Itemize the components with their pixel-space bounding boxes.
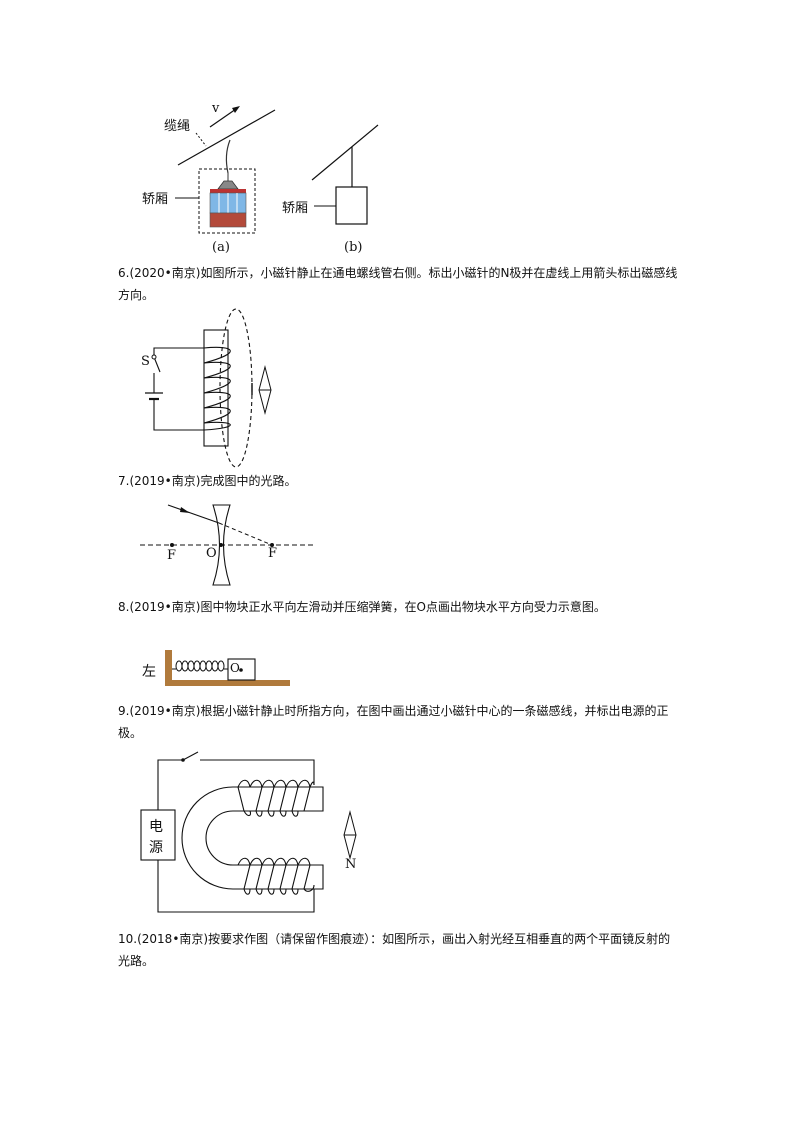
switch-blade xyxy=(153,356,161,373)
question-source: (2018•南京) xyxy=(137,932,209,946)
question-text: 图中物块正水平向左滑动并压缩弹簧，在O点画出物块水平方向受力示意图。 xyxy=(200,600,606,614)
question-text: 完成图中的光路。 xyxy=(200,474,297,488)
question-number: 9. xyxy=(118,704,130,718)
wire-top xyxy=(153,347,204,357)
cabin-box-b xyxy=(335,186,368,225)
question-text: 如图所示，小磁针静止在通电螺线管右侧。标出小磁针的N极并在虚线上用箭头标出磁感线… xyxy=(118,266,678,302)
question-source: (2020•南京) xyxy=(129,266,201,280)
caption-b: (b) xyxy=(344,240,362,255)
point-o xyxy=(239,668,243,672)
cabin-label-b: 轿厢 xyxy=(282,201,308,216)
spring xyxy=(172,660,228,672)
question-10: 10.(2018•南京)按要求作图（请保留作图痕迹）：如图所示，画出入射光经互相… xyxy=(118,928,678,972)
solenoid-core xyxy=(203,329,229,447)
velocity-arrow xyxy=(209,108,237,128)
switch-label: S xyxy=(141,354,150,369)
solenoid-figure: S xyxy=(141,308,272,468)
cabin-icon xyxy=(209,173,247,228)
wire-top xyxy=(200,759,315,785)
velocity-label: v xyxy=(211,101,220,116)
n-pole-label: N xyxy=(345,857,356,872)
spring-block-figure: 左 O xyxy=(142,650,290,686)
wall xyxy=(165,650,172,686)
upper-coil xyxy=(237,779,315,817)
cabin-dashed-box xyxy=(198,168,256,234)
velocity-arrow-head xyxy=(232,106,240,113)
question-text: 根据小磁针静止时所指方向，在图中画出通过小磁针中心的一条磁感线，并标出电源的正极… xyxy=(118,704,669,740)
power-source xyxy=(140,809,176,861)
focus-left-label: F xyxy=(167,548,176,563)
question-text: 按要求作图（请保留作图痕迹）：如图所示，画出入射光经互相垂直的两个平面镜反射的光… xyxy=(118,932,671,968)
optical-center-label: O xyxy=(206,546,217,561)
electromagnet-figure: 电 源 N xyxy=(140,751,357,913)
cable-label: 缆绳 xyxy=(164,118,190,134)
focus-right-label: F xyxy=(268,546,277,561)
question-number: 8. xyxy=(118,600,130,614)
left-direction-label: 左 xyxy=(142,664,156,680)
question-number: 7. xyxy=(118,474,130,488)
lower-coil xyxy=(237,857,315,895)
focus-left xyxy=(170,543,174,547)
power-label-2: 源 xyxy=(149,840,163,856)
question-6: 6.(2020•南京)如图所示，小磁针静止在通电螺线管右侧。标出小磁针的N极并在… xyxy=(118,262,678,306)
u-shaped-core xyxy=(181,786,324,890)
power-label-1: 电 xyxy=(149,819,163,835)
question-source: (2019•南京) xyxy=(129,474,201,488)
question-number: 10. xyxy=(118,932,138,946)
incident-ray-arrow xyxy=(180,507,190,513)
question-7: 7.(2019•南京)完成图中的光路。 xyxy=(118,470,678,492)
concave-lens-figure: F O F xyxy=(140,504,315,586)
switch-pivot xyxy=(151,354,157,360)
wire-bottom xyxy=(157,860,315,913)
optical-center xyxy=(219,543,223,547)
hanger xyxy=(225,139,231,174)
question-9: 9.(2019•南京)根据小磁针静止时所指方向，在图中画出通过小磁针中心的一条磁… xyxy=(118,700,678,744)
extension-line xyxy=(218,522,273,546)
question-source: (2019•南京) xyxy=(129,600,201,614)
caption-a: (a) xyxy=(212,240,230,255)
question-source: (2019•南京) xyxy=(129,704,201,718)
question-8: 8.(2019•南京)图中物块正水平向左滑动并压缩弹簧，在O点画出物块水平方向受… xyxy=(118,596,678,618)
wire-bottom xyxy=(153,399,204,431)
cable-line-a xyxy=(177,109,276,166)
focus-right xyxy=(270,543,274,547)
question-number: 6. xyxy=(118,266,130,280)
cable-car-figure: v 缆绳 轿厢 (a) 轿厢 (b) xyxy=(142,101,379,255)
floor xyxy=(165,680,290,686)
incident-ray xyxy=(167,504,220,524)
switch-blade xyxy=(182,751,199,761)
cabin-label-a: 轿厢 xyxy=(142,192,168,207)
solenoid-coil xyxy=(203,346,231,431)
point-o-label: O xyxy=(230,661,240,675)
cable-line-b xyxy=(311,124,379,181)
cable-label-pointer xyxy=(195,132,207,147)
switch-pivot xyxy=(181,758,185,762)
